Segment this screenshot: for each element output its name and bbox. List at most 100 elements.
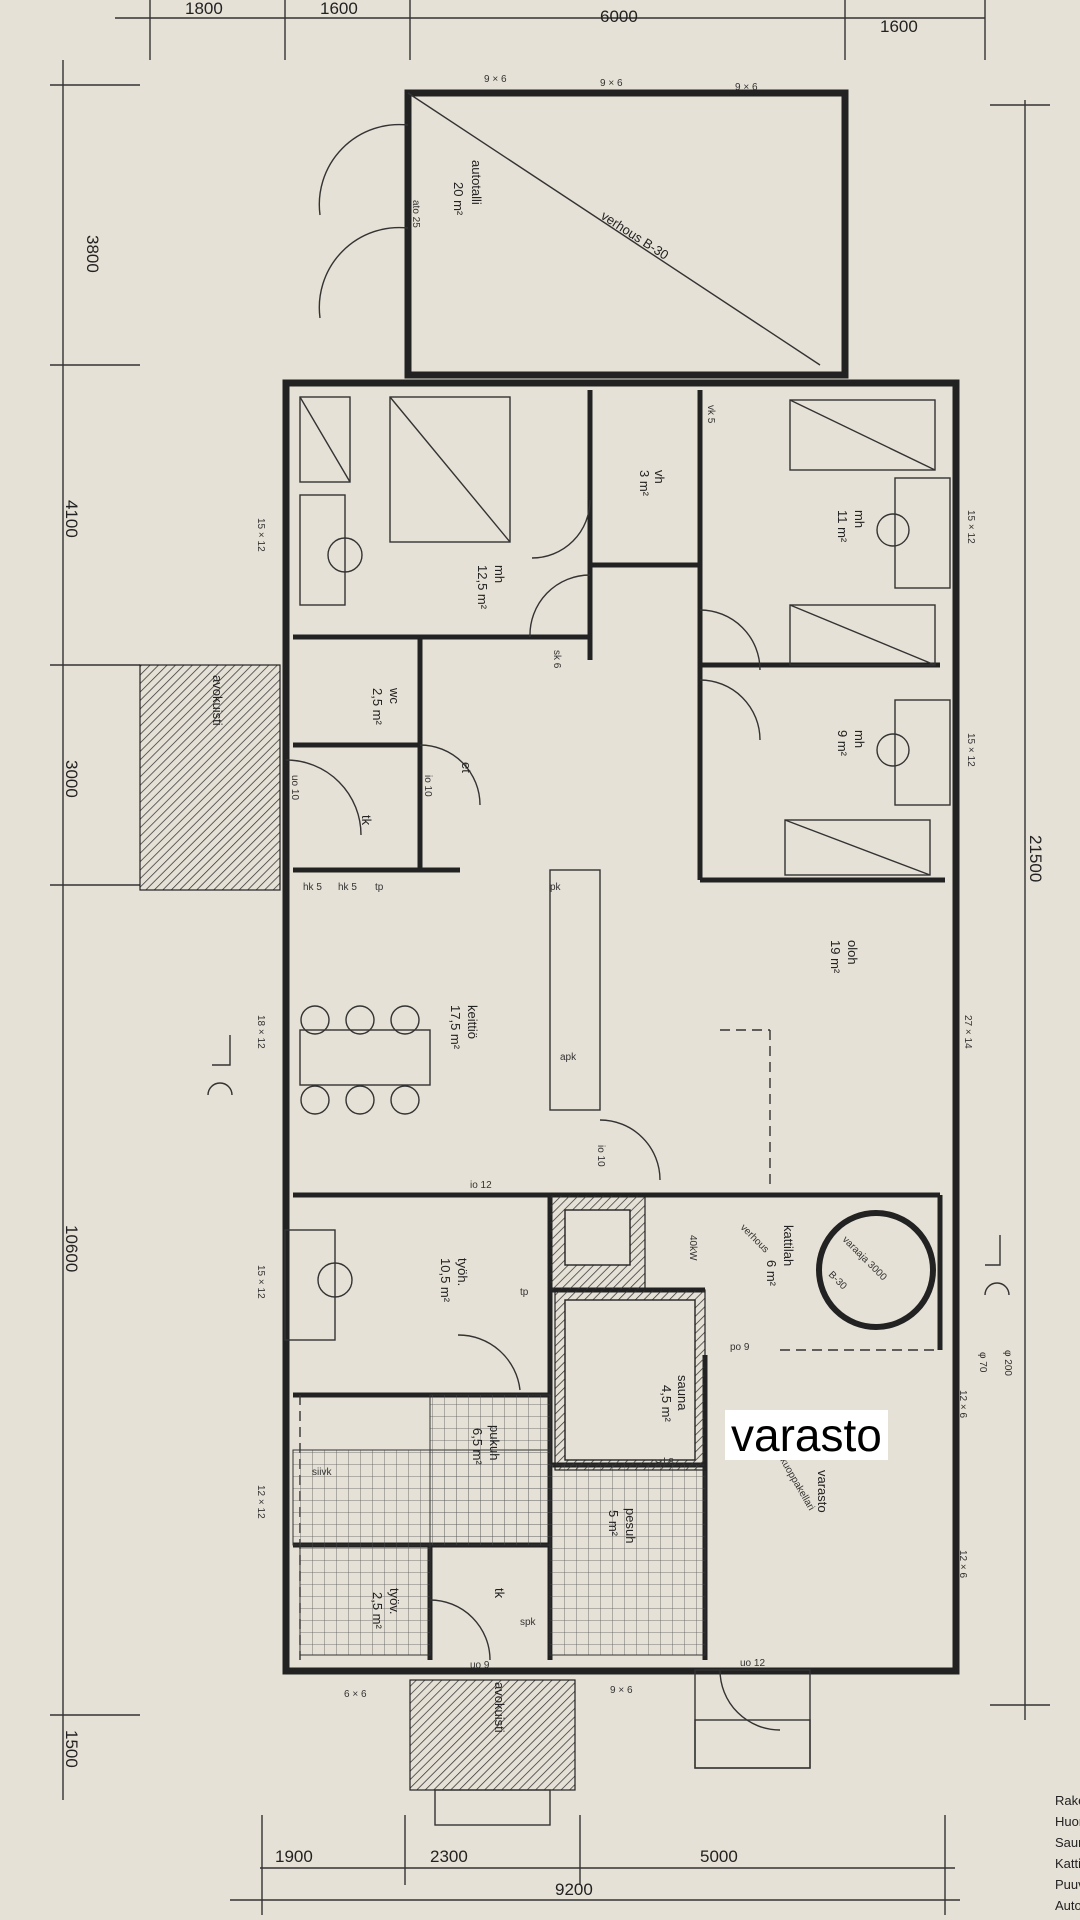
porch-south [409,1679,576,1826]
window-12x6-a: 12 × 6 [957,1390,968,1419]
garage-doors [318,92,821,366]
dim-right-total: 21500 [1026,835,1045,882]
room-wc-name: wc [387,687,402,704]
room-tyov-area: 2,5 m² [370,1592,385,1630]
room-pesuh-name: pesuh [623,1508,638,1543]
legend-item: Puuvar [1055,1877,1080,1892]
cabinet-tp-b: tp [520,1287,529,1298]
room-mh-b-area: 11 m² [835,510,850,543]
room-vh-area: 3 m² [637,470,652,497]
heater-blocks [549,1194,936,1471]
verhous-kattila-label: verhous [738,1222,771,1255]
room-kattilah-name: kattilah [781,1225,796,1266]
room-tyoh-name: työh. [455,1258,470,1286]
verhous-label: verhous B-30 [598,208,671,263]
room-tyov-name: työv. [387,1588,402,1615]
window-15x12-d: 15 × 12 [255,1265,266,1299]
dim-left-4: 10600 [62,1225,81,1272]
varaaja-label: varaaja 3000 [840,1234,889,1283]
pipe-200-label: φ 200 [1002,1350,1013,1376]
porch-west [139,664,281,891]
window-9x6-d: 9 × 6 [610,1685,633,1696]
door-io12: io 12 [470,1180,492,1191]
pipe-70-label: φ 70 [977,1352,988,1373]
room-autotalli-name: autotalli [469,160,484,205]
varasto-overlay-label: varasto [725,1410,888,1460]
room-avokuisti-b-name: avokuisti [492,1682,507,1733]
room-labels: autotalli 20 m² mh 12,5 m² vh 3 m² mh 11… [210,160,867,1733]
legend-item: Sauna [1055,1835,1080,1850]
door-uo12: uo 12 [740,1658,765,1669]
section-markers [207,1035,1010,1296]
window-9x6-a: 9 × 6 [484,74,507,85]
room-sauna-name: sauna [675,1375,690,1411]
window-9x6-c: 9 × 6 [735,82,758,93]
room-wc-area: 2,5 m² [370,688,385,726]
legend-box: Rakenn Huonei Sauna Kattila Puuvar Autot… [1055,1790,1080,1916]
legend-item: Huonei [1055,1814,1080,1829]
tiled-floors [292,1394,706,1656]
room-keittio-area: 17,5 m² [448,1005,463,1050]
cabinet-siivk: siivk [312,1467,332,1478]
power-label: 40kW [687,1235,698,1261]
room-kattilah-area: 6 m² [764,1260,779,1287]
porch-east [694,1669,811,1769]
dim-top-3: 6000 [600,7,638,26]
door-swings [285,499,781,1731]
room-pukuh-name: pukuh [487,1425,502,1460]
dim-left-3: 3000 [62,760,81,798]
legend-item: Kattila [1055,1856,1080,1871]
dim-bottom-total: 9200 [555,1880,593,1899]
room-pukuh-area: 6,5 m² [470,1428,485,1466]
window-27x14: 27 × 14 [962,1015,973,1049]
room-varasto-name: varasto [815,1470,830,1513]
room-mh-a-name: mh [492,565,507,583]
room-sauna-area: 4,5 m² [659,1385,674,1423]
cabinet-pk: pk [550,882,562,893]
room-mh-c-area: 9 m² [835,730,850,757]
window-18x12: 18 × 12 [255,1015,266,1049]
legend-item: Autota [1055,1898,1080,1913]
exterior-walls [282,89,960,1675]
dim-bottom-1: 1900 [275,1847,313,1866]
room-keittio-name: keittiö [465,1005,480,1039]
room-mh-c-name: mh [852,730,867,748]
door-io10-a: io 10 [422,775,433,797]
door-uo9: uo 9 [470,1660,490,1671]
dim-left-5: 1500 [62,1730,81,1768]
window-12x6-b: 12 × 6 [957,1550,968,1579]
dim-top-2: 1600 [320,0,358,18]
room-et-name: et [459,762,474,773]
window-12x12: 12 × 12 [255,1485,266,1519]
window-15x12-a: 15 × 12 [255,518,266,552]
cabinet-hk5-b: hk 5 [338,882,357,893]
dim-left-2: 4100 [62,500,81,538]
dim-top-1: 1800 [185,0,223,18]
cabinet-sk6: sk 6 [551,650,562,669]
kitchen-table [299,869,601,1115]
room-pesuh-area: 5 m² [606,1510,621,1537]
door-io10-b: io 10 [595,1145,606,1167]
cabinet-hk5-a: hk 5 [303,882,322,893]
dim-bottom-2: 2300 [430,1847,468,1866]
door-ato25: ato 25 [410,200,421,228]
cabinet-spk: spk [520,1617,537,1628]
cabinet-apk: apk [560,1052,577,1063]
window-15x12-b: 15 × 12 [965,510,976,544]
legend-item: Rakenn [1055,1793,1080,1808]
room-tk-a-name: tk [359,815,374,826]
b30-kattila-label: B-30 [826,1269,849,1292]
door-sd8: sd 8 [655,1457,674,1468]
room-oloh-area: 19 m² [828,940,843,974]
dimension-lines [50,0,1050,1915]
room-tyoh-area: 10,5 m² [438,1258,453,1303]
door-po9: po 9 [730,1342,750,1353]
room-mh-a-area: 12,5 m² [475,565,490,610]
room-mh-b-name: mh [852,510,867,528]
cabinet-vk5: vk 5 [705,405,716,424]
desks [284,477,951,1341]
room-vh-name: vh [652,470,667,484]
cabinet-tp-a: tp [375,882,384,893]
window-15x12-c: 15 × 12 [965,733,976,767]
